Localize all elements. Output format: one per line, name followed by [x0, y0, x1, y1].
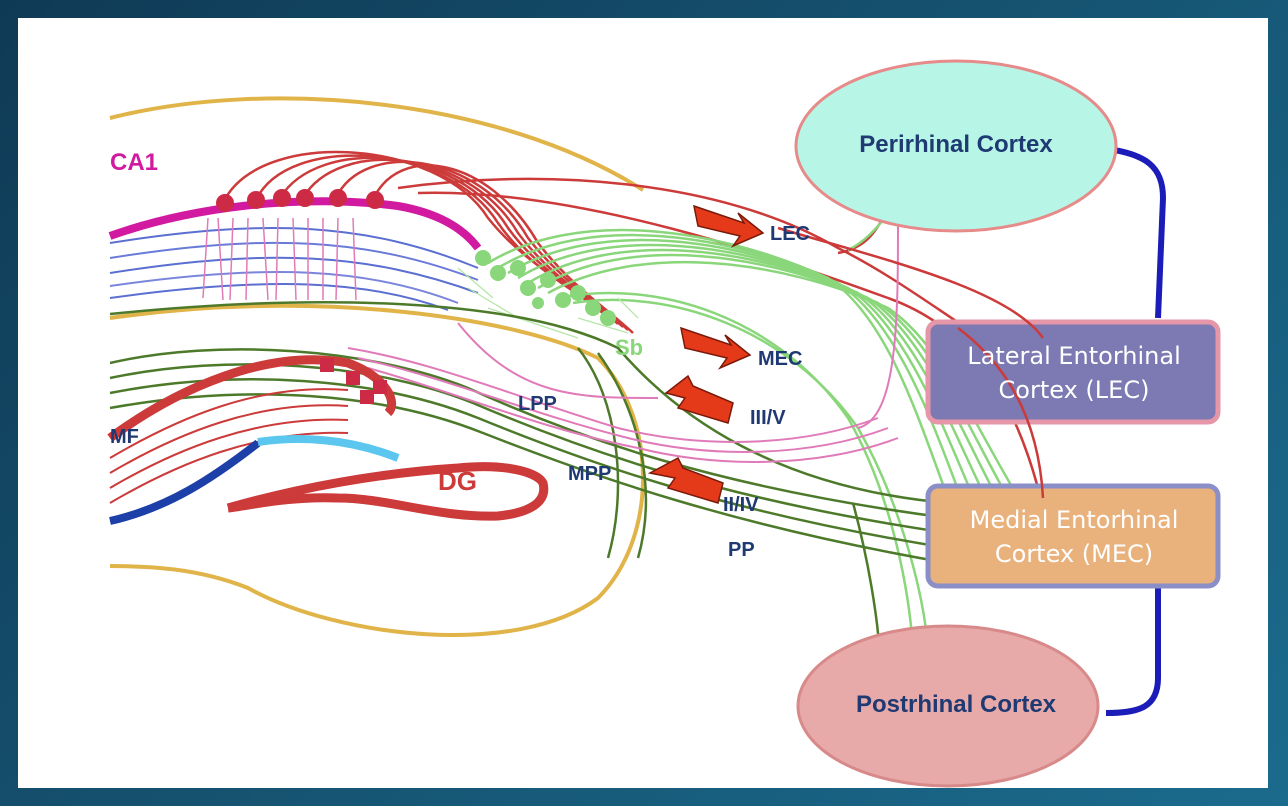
label-perirhinal: Perirhinal Cortex: [859, 131, 1053, 158]
label-pp: PP: [728, 539, 755, 561]
label-lpp: LPP: [518, 393, 557, 415]
label-mf: MF: [110, 426, 139, 448]
arrow-lec: [693, 204, 765, 248]
label-mpp: MPP: [568, 463, 611, 485]
mossy-fiber-dark: [109, 439, 261, 525]
label-arrow-ii-iv: II/IV: [723, 494, 759, 516]
perforant-path-fibers: [109, 301, 949, 659]
hippocampus-outer-outline: [109, 96, 645, 192]
label-arrow-iii-v: III/V: [750, 407, 786, 429]
label-arrow-mec: MEC: [758, 348, 802, 370]
dg-lower-blade: [226, 462, 549, 521]
arrow-ii-iv: [647, 456, 724, 504]
label-sb: Sb: [615, 335, 643, 360]
dg-cells: [320, 358, 387, 404]
label-ca1: CA1: [110, 149, 158, 176]
label-medial-line2: Cortex (MEC): [995, 540, 1153, 568]
medial-entorhinal-box: [925, 483, 1221, 589]
ec-overlay-fibers: [777, 226, 1045, 499]
label-lateral-line1: Lateral Entorhinal: [967, 342, 1181, 370]
label-postrhinal: Postrhinal Cortex: [856, 691, 1057, 718]
ca1-cell-bodies: [216, 189, 384, 212]
subiculum-cells: [475, 250, 616, 326]
label-medial-line1: Medial Entorhinal: [970, 506, 1179, 534]
label-dg: DG: [438, 466, 477, 496]
dg-granule-layer: [107, 355, 397, 442]
dg-inner-fibers: [109, 388, 349, 504]
label-arrow-lec: LEC: [770, 223, 810, 245]
cortex-connector-top: [1099, 145, 1167, 319]
ca1-pink-dendrites: [202, 217, 357, 301]
ca1-pyramidal-layer: [108, 197, 482, 251]
hippocampal-circuit-diagram: CA1 Sb MF DG LPP MPP PP LEC MEC III/V II…: [107, 59, 1221, 788]
perirhinal-cortex-ellipse: [794, 59, 1118, 233]
postrhinal-cortex-ellipse: [796, 624, 1100, 788]
arrow-mec: [680, 326, 752, 370]
lateral-entorhinal-box: [925, 319, 1221, 425]
lpp-dendrite-band: [347, 217, 899, 463]
diagram-canvas: CA1 Sb MF DG LPP MPP PP LEC MEC III/V II…: [18, 18, 1268, 788]
arrow-iii-v: [664, 374, 734, 424]
hippocampus-inner-outline: [109, 303, 645, 637]
cortex-connector-bottom: [1105, 586, 1161, 716]
mossy-fiber-light: [257, 435, 400, 462]
label-lateral-line2: Cortex (LEC): [999, 376, 1150, 404]
